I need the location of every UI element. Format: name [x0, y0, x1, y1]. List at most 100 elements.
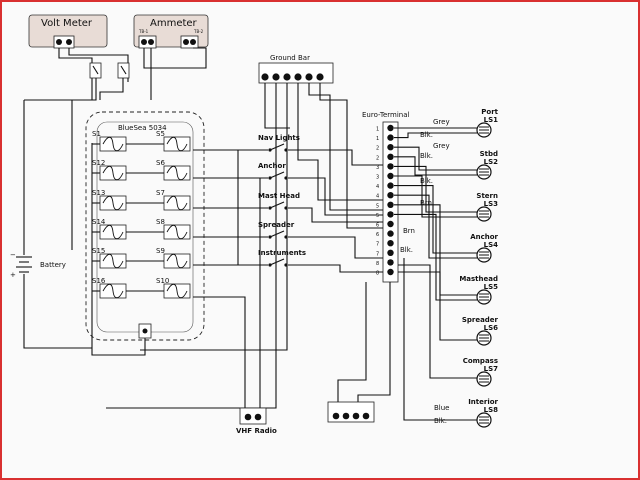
- euro-terminal-screw-13: [387, 249, 394, 256]
- wire-gbar-3: [140, 83, 288, 351]
- euro-terminal-screw-5: [387, 172, 394, 180]
- euro-row-label-8: 5: [376, 203, 379, 209]
- lamp-name-stbd: Stbd: [480, 150, 498, 158]
- ground-bar-terminal-2: [272, 73, 280, 81]
- vhf-terminal-2: [254, 413, 262, 421]
- fuse-s16-element: [102, 283, 124, 299]
- wire-color-label-7: Blk.: [400, 246, 413, 254]
- bottom-terminal-1: [332, 412, 340, 420]
- ammeter-terminal-2: [148, 39, 154, 45]
- bottom-terminal-3: [352, 412, 360, 420]
- euro-row-label-13: 7: [376, 251, 379, 257]
- wire-switch-instruments: [300, 264, 383, 273]
- ammeter-terminal-1: [141, 39, 147, 45]
- lamp-code-anchor: LS4: [484, 241, 499, 249]
- switch-lever-mast-head: [269, 201, 285, 209]
- fuse-s6-label: S6: [156, 159, 165, 167]
- fuse-s13-element: [102, 195, 124, 211]
- wire-gbar-6: [319, 83, 383, 229]
- wire-fuse-bus-left: [91, 143, 146, 356]
- lamp-filament-port: [479, 126, 489, 134]
- euro-row-label-12: 7: [376, 242, 379, 248]
- fuse-s1-label: S1: [92, 130, 101, 138]
- ammeter-terminal-block-2: [180, 35, 199, 49]
- ammeter-terminal-label-2: TB-2: [193, 29, 204, 34]
- fuse-s10-element: [166, 283, 188, 299]
- fuse-s14-label: S14: [92, 218, 106, 226]
- bottom-terminal-4: [362, 412, 370, 420]
- euro-terminal-screw-8: [387, 201, 394, 208]
- euro-row-label-2: 2: [376, 146, 379, 152]
- lamp-name-compass: Compass: [463, 357, 498, 365]
- meter-switch-right-lever: [120, 65, 127, 75]
- battery-minus: −: [10, 251, 16, 259]
- wire-term-bottom-1: [357, 282, 391, 408]
- euro-terminal-title: Euro-Terminal: [362, 111, 410, 119]
- wire-color-label-2: Grey: [433, 142, 450, 150]
- fuse-s14-element: [102, 224, 124, 240]
- euro-terminal-screw-15: [387, 268, 394, 276]
- wire-switch-nav: [300, 149, 383, 166]
- fuse-s13-label: S13: [92, 189, 105, 197]
- euro-terminal-screw-4: [387, 163, 394, 170]
- euro-terminal-screw-9: [387, 211, 394, 218]
- switch-lever-anchor: [269, 171, 285, 179]
- fuse-s7-element: [166, 195, 188, 211]
- bottom-label-blue: Blue: [434, 404, 450, 412]
- lamp-filament-anchor: [479, 251, 489, 259]
- fuse-s16-label: S16: [92, 277, 106, 285]
- lamp-name-stern: Stern: [476, 192, 498, 200]
- ground-bar-terminal-5: [305, 73, 313, 81]
- euro-terminal-screw-3: [387, 153, 394, 160]
- wire-term-bottom-2: [337, 282, 367, 408]
- ground-bar-terminal-6: [316, 73, 324, 81]
- vhf-label: VHF Radio: [236, 427, 277, 435]
- wire-lamp-hot-stbd: [394, 146, 477, 171]
- switch-label-nav-lights: Nav Lights: [258, 134, 300, 142]
- battery: Battery − +: [10, 99, 92, 349]
- wire-meter-switch-link: [99, 78, 124, 100]
- bottom-terminal-block: [327, 401, 375, 423]
- switch-lever-spreader: [269, 230, 285, 238]
- lamp-name-spreader: Spreader: [462, 316, 499, 324]
- ground-bar-terminals: [261, 73, 324, 81]
- euro-row-label-5: 3: [376, 175, 379, 181]
- euro-row-label-15: 8: [376, 271, 379, 277]
- lamp-code-spreader: LS6: [484, 324, 499, 332]
- meter-switch-left-lever: [92, 65, 99, 75]
- wire-gbar-2: [106, 83, 277, 409]
- fuse-s15-element: [102, 253, 124, 269]
- fuse-s12-label: S12: [92, 159, 105, 167]
- wire-compass: [398, 264, 478, 379]
- ammeter: Ammeter TB-1 TB-2: [133, 14, 209, 49]
- wire-lamp-ret-stern: [394, 175, 477, 218]
- wire-gbar-5: [308, 83, 383, 211]
- lamp-code-compass: LS7: [484, 365, 499, 373]
- ammeter-terminal-label-1: TB-1: [138, 29, 149, 34]
- wire-spreader-light: [398, 271, 478, 341]
- battery-plus: +: [10, 271, 16, 279]
- wire-color-label-1: Blk.: [420, 131, 433, 139]
- fuse-s15-label: S15: [92, 247, 105, 255]
- lamp-filament-interior: [479, 416, 489, 424]
- euro-row-label-1: 1: [376, 136, 379, 142]
- lamp-filament-masthead: [479, 293, 489, 301]
- euro-row-label-10: 6: [376, 223, 379, 229]
- vhf-terminal-1: [244, 413, 252, 421]
- wire-switch-mast: [300, 207, 383, 223]
- ground-bar-title: Ground Bar: [270, 54, 310, 62]
- euro-terminal-screw-2: [387, 144, 394, 151]
- fuse-panel: BlueSea 5034 S1S12S13S14S15S16S5S6S7S8S9…: [85, 111, 205, 356]
- wire-color-label-3: Blk.: [420, 152, 433, 160]
- lamp-code-port: LS1: [484, 116, 499, 124]
- lamp-filament-compass: [479, 375, 489, 383]
- ground-bar-terminal-1: [261, 73, 269, 81]
- euro-terminal-screw-11: [387, 230, 394, 237]
- wire-switch-anchor: [300, 177, 383, 216]
